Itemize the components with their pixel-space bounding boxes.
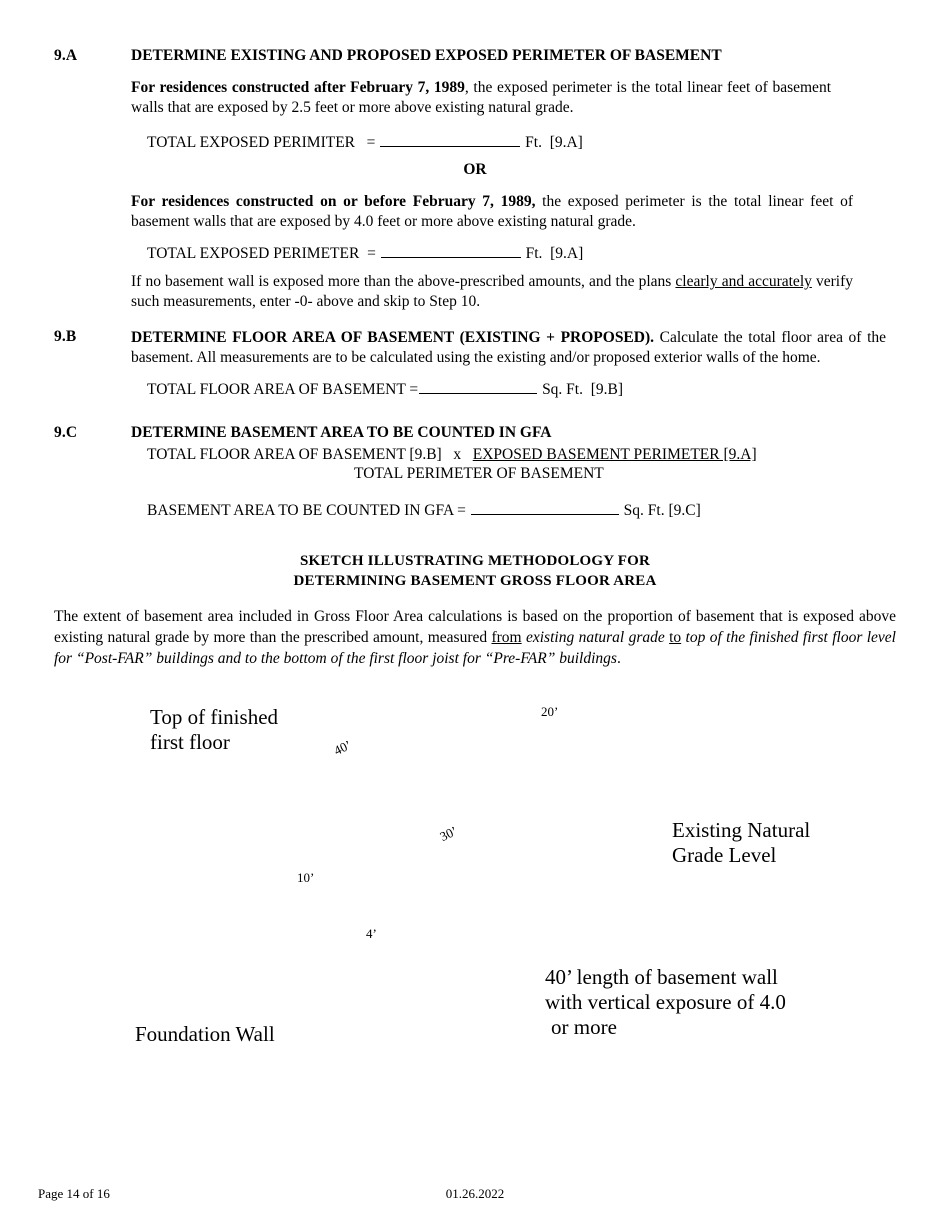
- section-number-9a: 9.A: [54, 47, 78, 64]
- paragraph-9a-2: For residences constructed on or before …: [131, 192, 853, 232]
- formula-total-exposed-perimiter: TOTAL EXPOSED PERIMITER = Ft. [9.A]: [147, 132, 583, 152]
- note-underlined: clearly and accurately: [675, 273, 812, 290]
- formula-label-1: TOTAL EXPOSED PERIMITER: [147, 134, 356, 151]
- section-heading-9c: DETERMINE BASEMENT AREA TO BE COUNTED IN…: [131, 424, 552, 441]
- heading-9b-rest: Calculate the total floor area of the ba…: [131, 329, 886, 366]
- label-exposure-line-3: or more: [551, 1015, 617, 1039]
- label-grade-line-1: Existing Natural: [672, 818, 811, 842]
- basement-isometric-sketch: Top of finished first floor Existing Nat…: [0, 660, 950, 1080]
- label-exposure-line-1: 40’ length of basement wall: [545, 965, 778, 989]
- formula-ref-2: [9.A]: [550, 245, 584, 262]
- intro-underline-to: to: [669, 629, 682, 646]
- sketch-intro-paragraph: The extent of basement area included in …: [54, 606, 896, 669]
- dimension-label-10: 10’: [297, 870, 315, 885]
- paragraph-9a-2-rest: the exposed perimeter is the total linea…: [131, 193, 853, 230]
- section-number-9c: 9.C: [54, 424, 78, 441]
- formula-label-9c: BASEMENT AREA TO BE COUNTED IN GFA =: [147, 502, 466, 519]
- sketch-title: SKETCH ILLUSTRATING METHODOLOGY FOR DETE…: [0, 551, 950, 591]
- footer-date: 01.26.2022: [445, 1186, 505, 1201]
- section-heading-9b: DETERMINE FLOOR AREA OF BASEMENT (EXISTI…: [131, 328, 886, 368]
- formula-ref-9c: [9.C]: [668, 502, 701, 519]
- paragraph-9a-1: For residences constructed after Februar…: [131, 78, 831, 118]
- fraction-lead-label: TOTAL FLOOR AREA OF BASEMENT [9.B]: [147, 446, 442, 463]
- fraction-multiply-sign: x: [453, 446, 462, 463]
- label-top-of-finished-floor: Top of finished first floor: [150, 705, 278, 755]
- note-part-2: verify such measurements, enter -0- abov…: [131, 273, 854, 310]
- intro-italic-2: top of the finished first floor level fo…: [54, 629, 896, 667]
- paragraph-9a-1-bold: For residences constructed after Februar…: [131, 79, 465, 96]
- note-part-1: If no basement wall is exposed more than…: [131, 273, 676, 290]
- label-existing-natural-grade: Existing Natural Grade Level: [672, 818, 810, 868]
- formula-equals-2: =: [367, 245, 376, 262]
- fraction-numerator: EXPOSED BASEMENT PERIMETER [9.A]: [472, 446, 757, 463]
- formula-ref-9b: [9.B]: [590, 381, 624, 398]
- formula-unit-2: Ft.: [525, 245, 543, 262]
- formula-ref-1: [9.A]: [549, 134, 583, 151]
- label-exposure-callout: 40’ length of basement wall with vertica…: [545, 965, 786, 1040]
- formula-unit-1: Ft.: [525, 134, 542, 151]
- formula-label-9b: TOTAL FLOOR AREA OF BASEMENT =: [147, 381, 419, 398]
- isometric-drawing-svg: [0, 660, 950, 1080]
- label-grade-line-2: Grade Level: [672, 843, 777, 867]
- formula-unit-9c: Sq. Ft.: [623, 502, 665, 519]
- label-foundation-wall: Foundation Wall: [135, 1022, 275, 1046]
- dimension-label-4: 4’: [366, 926, 377, 941]
- intro-end: .: [616, 650, 621, 667]
- fraction-formula-row: TOTAL FLOOR AREA OF BASEMENT [9.B] x EXP…: [147, 446, 757, 464]
- formula-total-floor-area: TOTAL FLOOR AREA OF BASEMENT = Sq. Ft. […: [147, 379, 623, 399]
- or-divider: OR: [463, 161, 487, 178]
- paragraph-9a-2-bold: For residences constructed on or before …: [131, 193, 536, 210]
- intro-italic-1: existing natural grade: [521, 629, 670, 646]
- label-exposure-line-2: with vertical exposure of 4.0: [545, 990, 786, 1014]
- section-heading-9a: DETERMINE EXISTING AND PROPOSED EXPOSED …: [131, 47, 722, 64]
- formula-unit-9b: Sq. Ft.: [542, 381, 583, 398]
- intro-underline-from: from: [491, 629, 522, 646]
- label-top-floor-line-1: Top of finished: [150, 705, 279, 729]
- input-blank-exposed-perimeter[interactable]: [380, 243, 521, 258]
- section-number-9b: 9.B: [54, 328, 77, 345]
- footer-page-number: Page 14 of 16: [38, 1186, 110, 1201]
- sketch-title-line-2: DETERMINING BASEMENT GROSS FLOOR AREA: [293, 573, 657, 589]
- formula-total-exposed-perimeter: TOTAL EXPOSED PERIMETER = Ft. [9.A]: [147, 243, 583, 263]
- fraction-denominator: TOTAL PERIMETER OF BASEMENT: [354, 465, 604, 482]
- paragraph-9a-note: If no basement wall is exposed more than…: [131, 272, 853, 312]
- paragraph-9a-1-rest: , the exposed perimeter is the total lin…: [131, 79, 831, 116]
- input-blank-exposed-perimiter[interactable]: [380, 132, 521, 147]
- sketch-title-line-1: SKETCH ILLUSTRATING METHODOLOGY FOR: [300, 553, 650, 569]
- formula-equals-1: =: [366, 134, 376, 151]
- formula-basement-area-gfa: BASEMENT AREA TO BE COUNTED IN GFA = Sq.…: [147, 500, 701, 520]
- input-blank-gfa-area[interactable]: [470, 500, 619, 515]
- heading-9b-bold: DETERMINE FLOOR AREA OF BASEMENT (EXISTI…: [131, 329, 655, 346]
- dimension-label-20: 20’: [541, 704, 559, 719]
- formula-label-2: TOTAL EXPOSED PERIMETER: [147, 245, 360, 262]
- input-blank-floor-area[interactable]: [419, 379, 538, 394]
- intro-plain-1: The extent of basement area included in …: [54, 608, 896, 646]
- label-top-floor-line-2: first floor: [150, 730, 230, 754]
